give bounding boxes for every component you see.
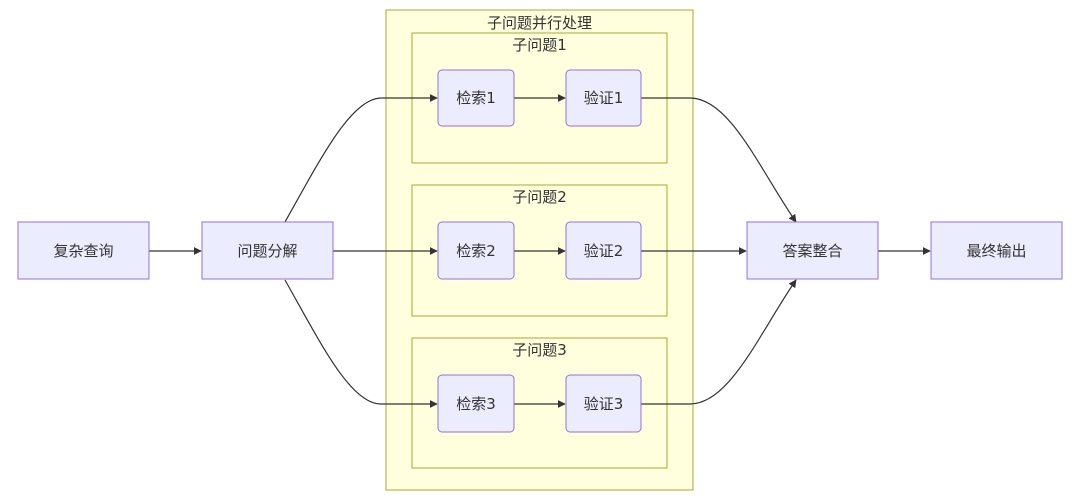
node-retrieve-2: 检索2 [437, 221, 515, 280]
edge-verify3-to-integrate [641, 279, 797, 405]
cluster-sub1-label: 子问题1 [512, 36, 567, 54]
node-decompose: 问题分解 [201, 221, 334, 280]
node-retrieve-3-label: 检索3 [456, 395, 496, 413]
node-retrieve-1: 检索1 [437, 69, 515, 127]
node-verify-1-label: 验证1 [584, 89, 624, 107]
node-retrieve-3: 检索3 [437, 374, 515, 433]
node-verify-2: 验证2 [565, 221, 642, 280]
edge-decompose-to-retrieve1 [284, 94, 438, 223]
cluster-sub2-label: 子问题2 [512, 188, 567, 206]
node-final-output-label: 最终输出 [966, 242, 1026, 260]
node-complex-query: 复杂查询 [17, 221, 150, 280]
node-verify-3: 验证3 [565, 374, 642, 433]
node-decompose-label: 问题分解 [237, 242, 297, 260]
cluster-parallel-label: 子问题并行处理 [487, 14, 592, 32]
edge-verify1-to-integrate [641, 97, 797, 223]
node-verify-2-label: 验证2 [584, 242, 624, 260]
node-verify-1: 验证1 [565, 69, 642, 127]
cluster-sub3-label: 子问题3 [512, 341, 567, 359]
node-complex-query-label: 复杂查询 [53, 242, 113, 260]
node-retrieve-1-label: 检索1 [456, 89, 496, 107]
edges [149, 94, 931, 408]
node-answer-integration: 答案整合 [746, 221, 879, 280]
node-verify-3-label: 验证3 [584, 395, 624, 413]
node-answer-integration-label: 答案整合 [782, 242, 842, 260]
node-final-output: 最终输出 [930, 221, 1063, 280]
node-retrieve-2-label: 检索2 [456, 242, 496, 260]
edge-decompose-to-retrieve3 [284, 279, 438, 408]
